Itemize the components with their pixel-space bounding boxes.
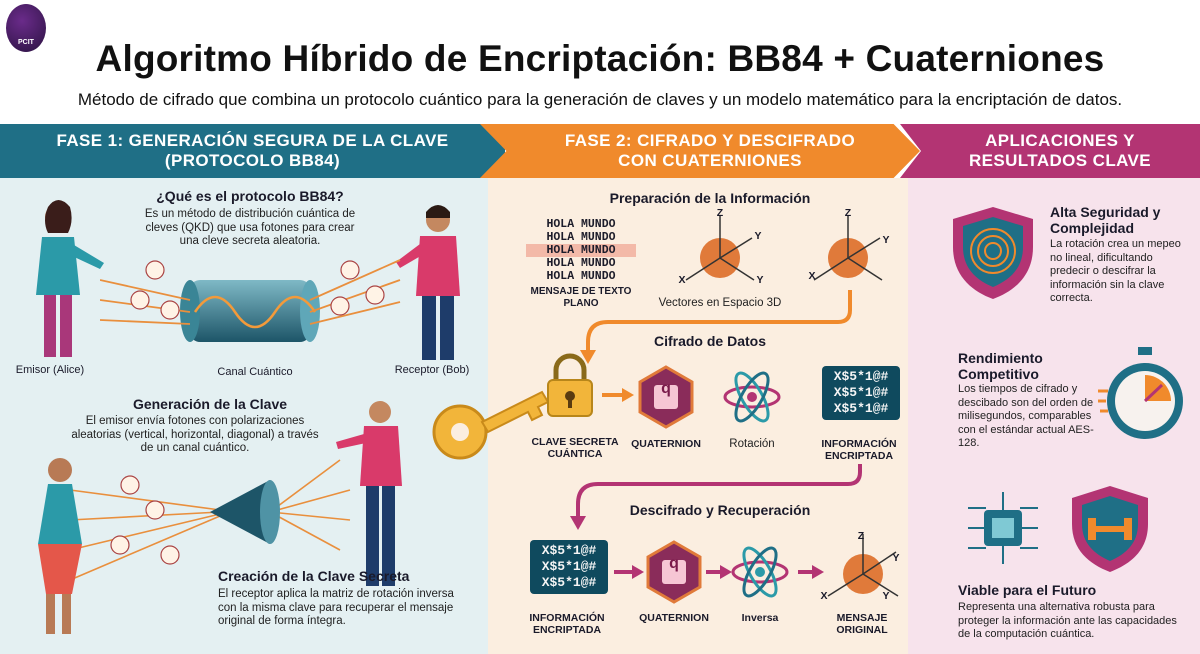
axis-y-label: Y	[892, 552, 900, 564]
sender-label: Emisor (Alice)	[15, 364, 85, 376]
plain-text-block: HOLA MUNDO HOLA MUNDO HOLA MUNDO HOLA MU…	[526, 218, 636, 283]
cipher-line: X$5*1@#	[541, 559, 597, 574]
future-text: Representa una alternativa robusta para …	[958, 601, 1177, 640]
cipher-line: X$5*1@#	[833, 369, 889, 384]
encrypted-label-2: INFORMACIÓN ENCRIPTADA	[529, 612, 605, 636]
axis-z-label: Z	[716, 207, 724, 219]
cipher-line: X$5*1@#	[833, 385, 889, 400]
cipher-line: X$5*1@#	[541, 543, 597, 558]
plain-line: HOLA MUNDO	[546, 218, 616, 231]
plain-line: HOLA MUNDO	[546, 257, 616, 270]
phase3-title: APLICACIONES Y RESULTADOS CLAVE	[968, 131, 1152, 170]
inverse-label: Inversa	[741, 612, 779, 624]
plain-line: HOLA MUNDO	[546, 270, 616, 283]
quaternion-label-2: QUATERNION	[639, 612, 709, 624]
security-shield-icon	[953, 207, 1033, 299]
quantum-key-icon	[432, 390, 550, 460]
secret-key-heading: Creación de la Clave Secreta	[218, 568, 410, 584]
preparation-heading: Preparación de la Información	[609, 190, 811, 206]
plain-text-label: MENSAJE DE TEXTO PLANO	[530, 286, 632, 309]
bob-figure	[396, 205, 460, 360]
axis-y-label: Y	[882, 234, 890, 246]
page-title: Algoritmo Híbrido de Encriptación: BB84 …	[95, 38, 1105, 79]
chip-icon	[968, 492, 1038, 564]
alice-figure	[36, 200, 104, 357]
photon-beam-diagram	[38, 458, 351, 634]
secret-key-text: El receptor aplica la matriz de rotación…	[218, 588, 454, 627]
axis-x-label: X	[678, 274, 686, 286]
pcit-logo: PCIT	[6, 4, 46, 52]
dumbbell-shield-icon	[1072, 486, 1148, 572]
plain-line: HOLA MUNDO	[546, 231, 616, 244]
original-message-label: MENSAJE ORIGINAL	[836, 612, 888, 636]
arrow-right-icon	[614, 565, 644, 579]
quaternion-icon-2	[646, 540, 702, 604]
arrow-right-icon	[602, 388, 634, 402]
vector-sphere-1	[685, 216, 755, 281]
quantum-key-label: CLAVE SECRETA CUÁNTICA	[531, 436, 619, 460]
flow-arrow-prep-to-cipher	[580, 290, 852, 364]
phase2-title: FASE 2: CIFRADO Y DESCIFRADO CON CUATERN…	[564, 131, 856, 170]
axis-z-label: Z	[844, 207, 852, 219]
axis-z-label: Z	[857, 530, 865, 542]
performance-text: Los tiempos de cifrado y descibado son d…	[958, 383, 1094, 449]
quaternion-symbol: q	[661, 380, 671, 397]
original-vector-sphere	[827, 534, 899, 597]
plain-line: HOLA MUNDO	[526, 244, 636, 257]
quaternion-label: QUATERNION	[631, 438, 701, 450]
key-generation-text: El emisor envía fotones con polarizacion…	[71, 415, 319, 454]
cipher-line: X$5*1@#	[541, 575, 597, 590]
phase2-banner: FASE 2: CIFRADO Y DESCIFRADO CON CUATERN…	[480, 124, 920, 178]
axis-y-label: Y	[754, 230, 762, 242]
stopwatch-icon	[1098, 347, 1183, 439]
page-subtitle: Método de cifrado que combina un protoco…	[77, 90, 1123, 109]
future-heading: Viable para el Futuro	[958, 582, 1097, 598]
lock-icon	[547, 353, 593, 417]
arrow-right-icon	[706, 565, 732, 579]
security-text: La rotación crea un mepeo no lineal, dif…	[1050, 238, 1181, 304]
receiver-label: Receptor (Bob)	[394, 364, 470, 376]
channel-label: Canal Cuántico	[217, 366, 293, 378]
phase1-title: FASE 1: GENERACIÓN SEGURA DE LA CLAVE (P…	[56, 131, 449, 170]
vectors-label: Vectores en Espacio 3D	[658, 297, 782, 309]
vector-sphere-2	[813, 216, 883, 281]
receiver-figure-bottom	[336, 401, 402, 586]
axis-x-label: X	[820, 590, 828, 602]
bb84-heading: ¿Qué es el protocolo BB84?	[156, 188, 344, 204]
encrypted-label: INFORMACIÓN ENCRIPTADA	[821, 438, 897, 462]
inverse-atom-icon	[731, 546, 789, 598]
cipher-line: X$5*1@#	[833, 401, 889, 416]
phase3-banner: APLICACIONES Y RESULTADOS CLAVE	[900, 124, 1200, 178]
bb84-text: Es un método de distribución cuántica de…	[144, 208, 356, 247]
arrow-right-icon	[798, 565, 824, 579]
rotation-label: Rotación	[729, 438, 775, 450]
axis-x-label: X	[808, 270, 816, 282]
key-generation-heading: Generación de la Clave	[132, 396, 288, 412]
security-heading: Alta Seguridad y Complejidad	[1050, 204, 1161, 236]
phase1-banner: FASE 1: GENERACIÓN SEGURA DE LA CLAVE (P…	[0, 124, 505, 178]
quaternion-icon	[638, 365, 694, 429]
quantum-channel-diagram	[100, 259, 401, 342]
cipher-heading: Cifrado de Datos	[653, 333, 766, 349]
flow-arrow-cipher-to-decipher	[570, 464, 862, 530]
quaternion-symbol-2: q	[669, 555, 679, 572]
performance-heading: Rendimiento Competitivo	[958, 350, 1043, 382]
encrypted-block-2: X$5*1@# X$5*1@# X$5*1@#	[530, 540, 608, 594]
decipher-heading: Descifrado y Recuperación	[629, 502, 811, 518]
axis-y-label: Y	[882, 590, 890, 602]
rotation-atom-icon	[723, 371, 781, 423]
encrypted-block: X$5*1@# X$5*1@# X$5*1@#	[822, 366, 900, 420]
logo-text: PCIT	[18, 39, 34, 46]
axis-y-label: Y	[756, 274, 764, 286]
